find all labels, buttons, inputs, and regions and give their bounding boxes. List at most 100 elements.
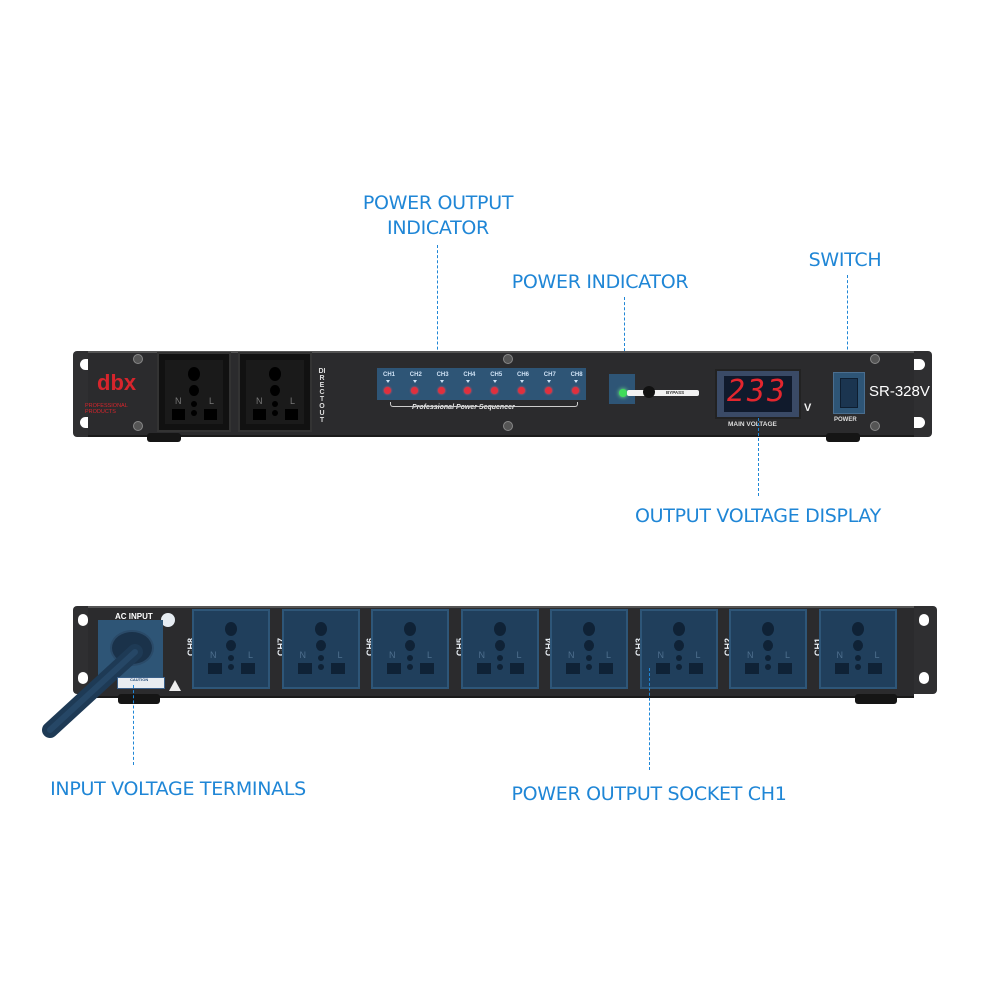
- channel-led: [491, 387, 499, 394]
- neutral-label: N: [747, 650, 754, 660]
- rack-hole: [78, 614, 88, 626]
- live-label: L: [209, 396, 215, 406]
- neutral-slot: [387, 663, 401, 674]
- leader-line-voltage-display: [758, 418, 759, 496]
- pin-hole: [317, 664, 324, 670]
- live-label: L: [785, 650, 791, 660]
- pin-hole: [496, 664, 503, 670]
- channel-label: CH5: [490, 372, 503, 378]
- pin-hole: [586, 655, 592, 661]
- caution-sticker: [117, 677, 165, 689]
- power-switch[interactable]: [840, 378, 858, 408]
- earth-pin-hole: [493, 622, 506, 636]
- rear-foot-left: [118, 694, 160, 704]
- bypass-label: BYPASS: [666, 390, 685, 395]
- pin-hole: [675, 664, 682, 670]
- channel-led: [571, 387, 579, 394]
- pin-hole: [228, 655, 234, 661]
- voltmeter-screen: [724, 376, 792, 412]
- neutral-slot: [172, 409, 185, 420]
- neutral-slot: [745, 663, 759, 674]
- neutral-slot: [476, 663, 491, 674]
- pin-hole: [765, 664, 771, 670]
- live-label: L: [248, 650, 254, 660]
- pin-hole: [317, 655, 324, 661]
- channel-arrow-icon: [493, 380, 498, 383]
- callout-input-voltage-terminals: INPUT VOLTAGE TERMINALS: [50, 778, 306, 800]
- pin-hole: [270, 385, 280, 396]
- pin-hole: [189, 385, 199, 396]
- channel-led: [437, 387, 445, 394]
- channel-arrow-icon: [439, 380, 444, 383]
- channel-arrow-icon: [386, 380, 390, 383]
- live-slot: [241, 663, 255, 674]
- sequencer-bracket: [390, 402, 578, 407]
- brand-tagline: PROFESSIONAL PRODUCTS: [85, 403, 128, 415]
- channel-led: [410, 387, 418, 394]
- channel-label: CH6: [517, 372, 530, 378]
- direct-out-label: DIRECT OUT: [318, 368, 326, 424]
- screw: [870, 354, 880, 364]
- front-foot-left: [147, 433, 181, 442]
- channel-label: CH7: [543, 372, 556, 378]
- pin-hole: [407, 664, 413, 670]
- screw: [503, 421, 513, 431]
- neutral-label: N: [210, 650, 217, 660]
- pin-hole: [191, 401, 197, 407]
- live-label: L: [606, 650, 612, 660]
- power-label: POWER: [834, 417, 857, 423]
- leader-line-output-socket-ch1: [649, 668, 650, 770]
- callout-power-output-socket-ch1: POWER OUTPUT SOCKET CH1: [511, 783, 787, 805]
- voltage-reading: 233: [727, 374, 788, 409]
- pin-hole: [494, 640, 505, 651]
- warning-triangle-icon: [169, 680, 181, 691]
- screw: [503, 354, 513, 364]
- callout-line-2: INDICATOR: [387, 217, 489, 239]
- direct-out-socket-1[interactable]: N L: [157, 352, 231, 432]
- channel-label: CH4: [463, 372, 476, 378]
- earth-pin-hole: [851, 622, 864, 636]
- neutral-slot: [253, 409, 266, 420]
- pin-hole: [765, 655, 771, 661]
- neutral-label: N: [836, 650, 844, 660]
- pin-hole: [226, 640, 236, 651]
- callout-power-indicator: POWER INDICATOR: [511, 271, 689, 293]
- voltage-unit: V: [804, 402, 812, 414]
- callout-switch: SWITCH: [808, 249, 882, 271]
- power-cable: [42, 644, 143, 738]
- channel-arrow-icon: [546, 380, 551, 383]
- earth-pin-hole: [404, 622, 416, 636]
- pin-hole: [584, 640, 594, 651]
- leader-line-power-indicator: [624, 297, 625, 392]
- bypass-knob[interactable]: [643, 386, 655, 398]
- rack-hole: [919, 614, 929, 626]
- live-slot: [204, 409, 217, 420]
- ac-input-label: AC INPUT: [115, 612, 153, 621]
- channel-arrow-icon: [466, 380, 471, 383]
- screw: [133, 354, 143, 364]
- neutral-slot: [208, 663, 222, 674]
- channel-arrow-icon: [573, 380, 578, 383]
- main-voltage-label: MAIN VOLTAGE: [728, 421, 777, 428]
- rack-hole: [78, 672, 88, 684]
- direct-out-socket-2[interactable]: N L: [238, 352, 312, 432]
- neutral-label: N: [568, 650, 575, 660]
- leader-line-switch: [847, 275, 848, 370]
- power-led: [619, 389, 627, 397]
- earth-pin-hole: [225, 622, 237, 636]
- live-label: L: [516, 650, 522, 660]
- rack-hole: [909, 359, 925, 370]
- neutral-slot: [655, 663, 670, 674]
- pin-hole: [586, 664, 592, 670]
- channel-label: CH2: [409, 372, 422, 378]
- neutral-label: N: [299, 650, 307, 660]
- channel-led: [544, 387, 552, 394]
